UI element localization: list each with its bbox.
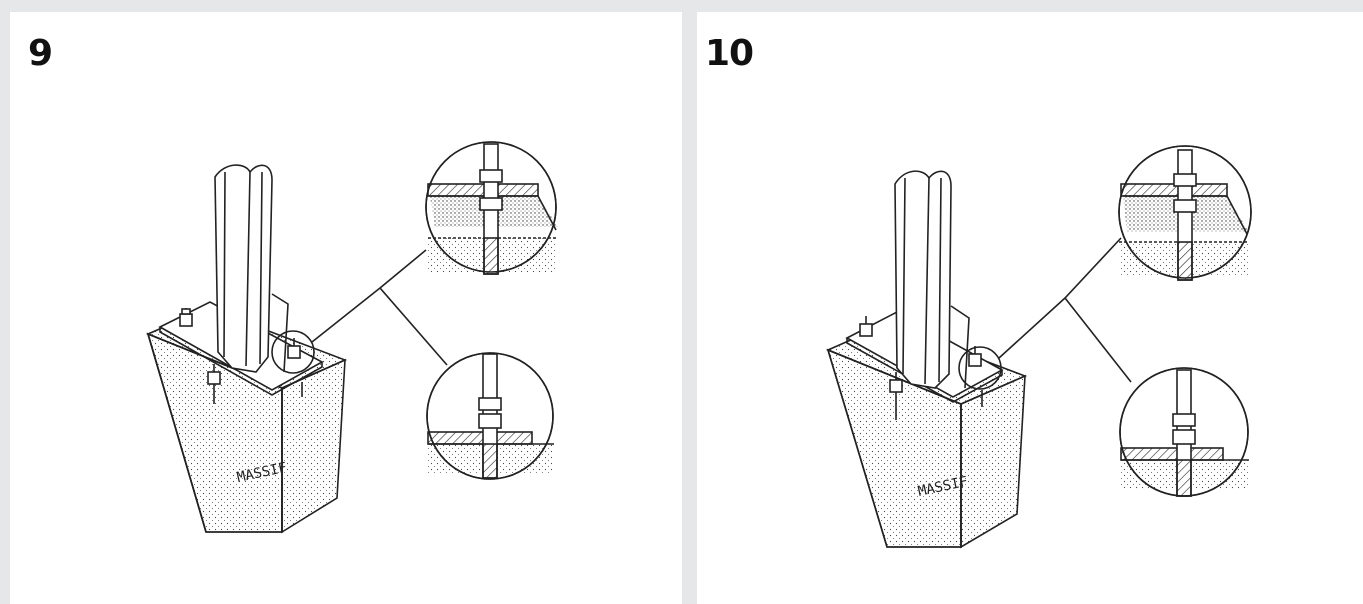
detail-top	[425, 141, 558, 275]
leader-lines	[998, 237, 1132, 383]
step-number: 9	[28, 33, 53, 74]
detail-bottom	[426, 352, 554, 480]
detail-callout-circle	[271, 330, 315, 374]
step-panel-9: 9	[10, 12, 682, 604]
post	[894, 170, 970, 389]
step-panel-10: 10	[697, 12, 1363, 604]
detail-callout-circle	[958, 346, 1002, 390]
anchor-bolt-illustration: MASSIF	[145, 141, 558, 534]
anchor-bolt-illustration: MASSIF	[825, 145, 1252, 549]
anchor-bolts	[179, 308, 303, 404]
detail-top	[1118, 145, 1252, 281]
step-number: 10	[705, 33, 754, 74]
anchor-bolts	[859, 316, 983, 420]
leader-lines	[311, 249, 448, 366]
detail-bottom	[1119, 367, 1249, 497]
post	[214, 164, 289, 373]
